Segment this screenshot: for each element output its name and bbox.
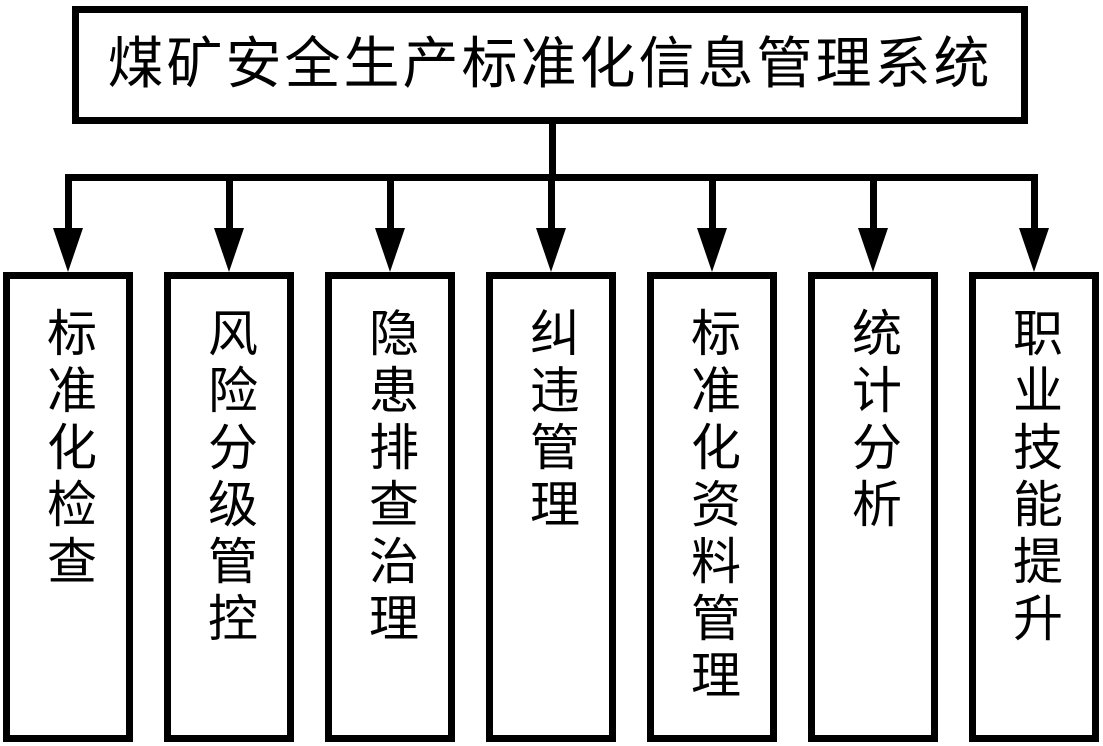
child-node-vocational-skill-improvement: 职业技能提升	[969, 272, 1099, 742]
child-node-standardization-data-management: 标准化资料管理	[647, 272, 777, 742]
arrow-down-icon	[536, 228, 566, 272]
drop-line-4	[548, 178, 555, 230]
arrow-down-icon	[1019, 228, 1049, 272]
child-node-hidden-danger-investigation: 隐患排查治理	[325, 272, 455, 742]
child-node-label: 标准化检查	[40, 307, 96, 592]
drop-line-2	[226, 178, 233, 230]
child-node-label: 统计分析	[845, 307, 901, 535]
drop-line-6	[870, 178, 877, 230]
root-stem-line	[549, 124, 556, 178]
child-node-statistical-analysis: 统计分析	[808, 272, 938, 742]
arrow-down-icon	[53, 228, 83, 272]
arrow-down-icon	[858, 228, 888, 272]
drop-line-3	[387, 178, 394, 230]
drop-line-5	[709, 178, 716, 230]
drop-line-1	[65, 178, 72, 230]
child-node-label: 职业技能提升	[1006, 307, 1062, 649]
child-node-violation-management: 纠违管理	[486, 272, 616, 742]
root-node: 煤矿安全生产标准化信息管理系统	[72, 6, 1028, 124]
child-node-label: 纠违管理	[523, 307, 579, 535]
child-node-standardization-check: 标准化检查	[3, 272, 133, 742]
arrow-down-icon	[214, 228, 244, 272]
child-node-label: 隐患排查治理	[362, 307, 418, 649]
child-node-label: 标准化资料管理	[684, 307, 740, 706]
child-node-label: 风险分级管控	[201, 307, 257, 649]
horizontal-bus-line	[65, 174, 1038, 181]
root-node-label: 煤矿安全生产标准化信息管理系统	[107, 34, 993, 96]
arrow-down-icon	[697, 228, 727, 272]
drop-line-7	[1031, 178, 1038, 230]
arrow-down-icon	[375, 228, 405, 272]
child-node-risk-grading-control: 风险分级管控	[164, 272, 294, 742]
